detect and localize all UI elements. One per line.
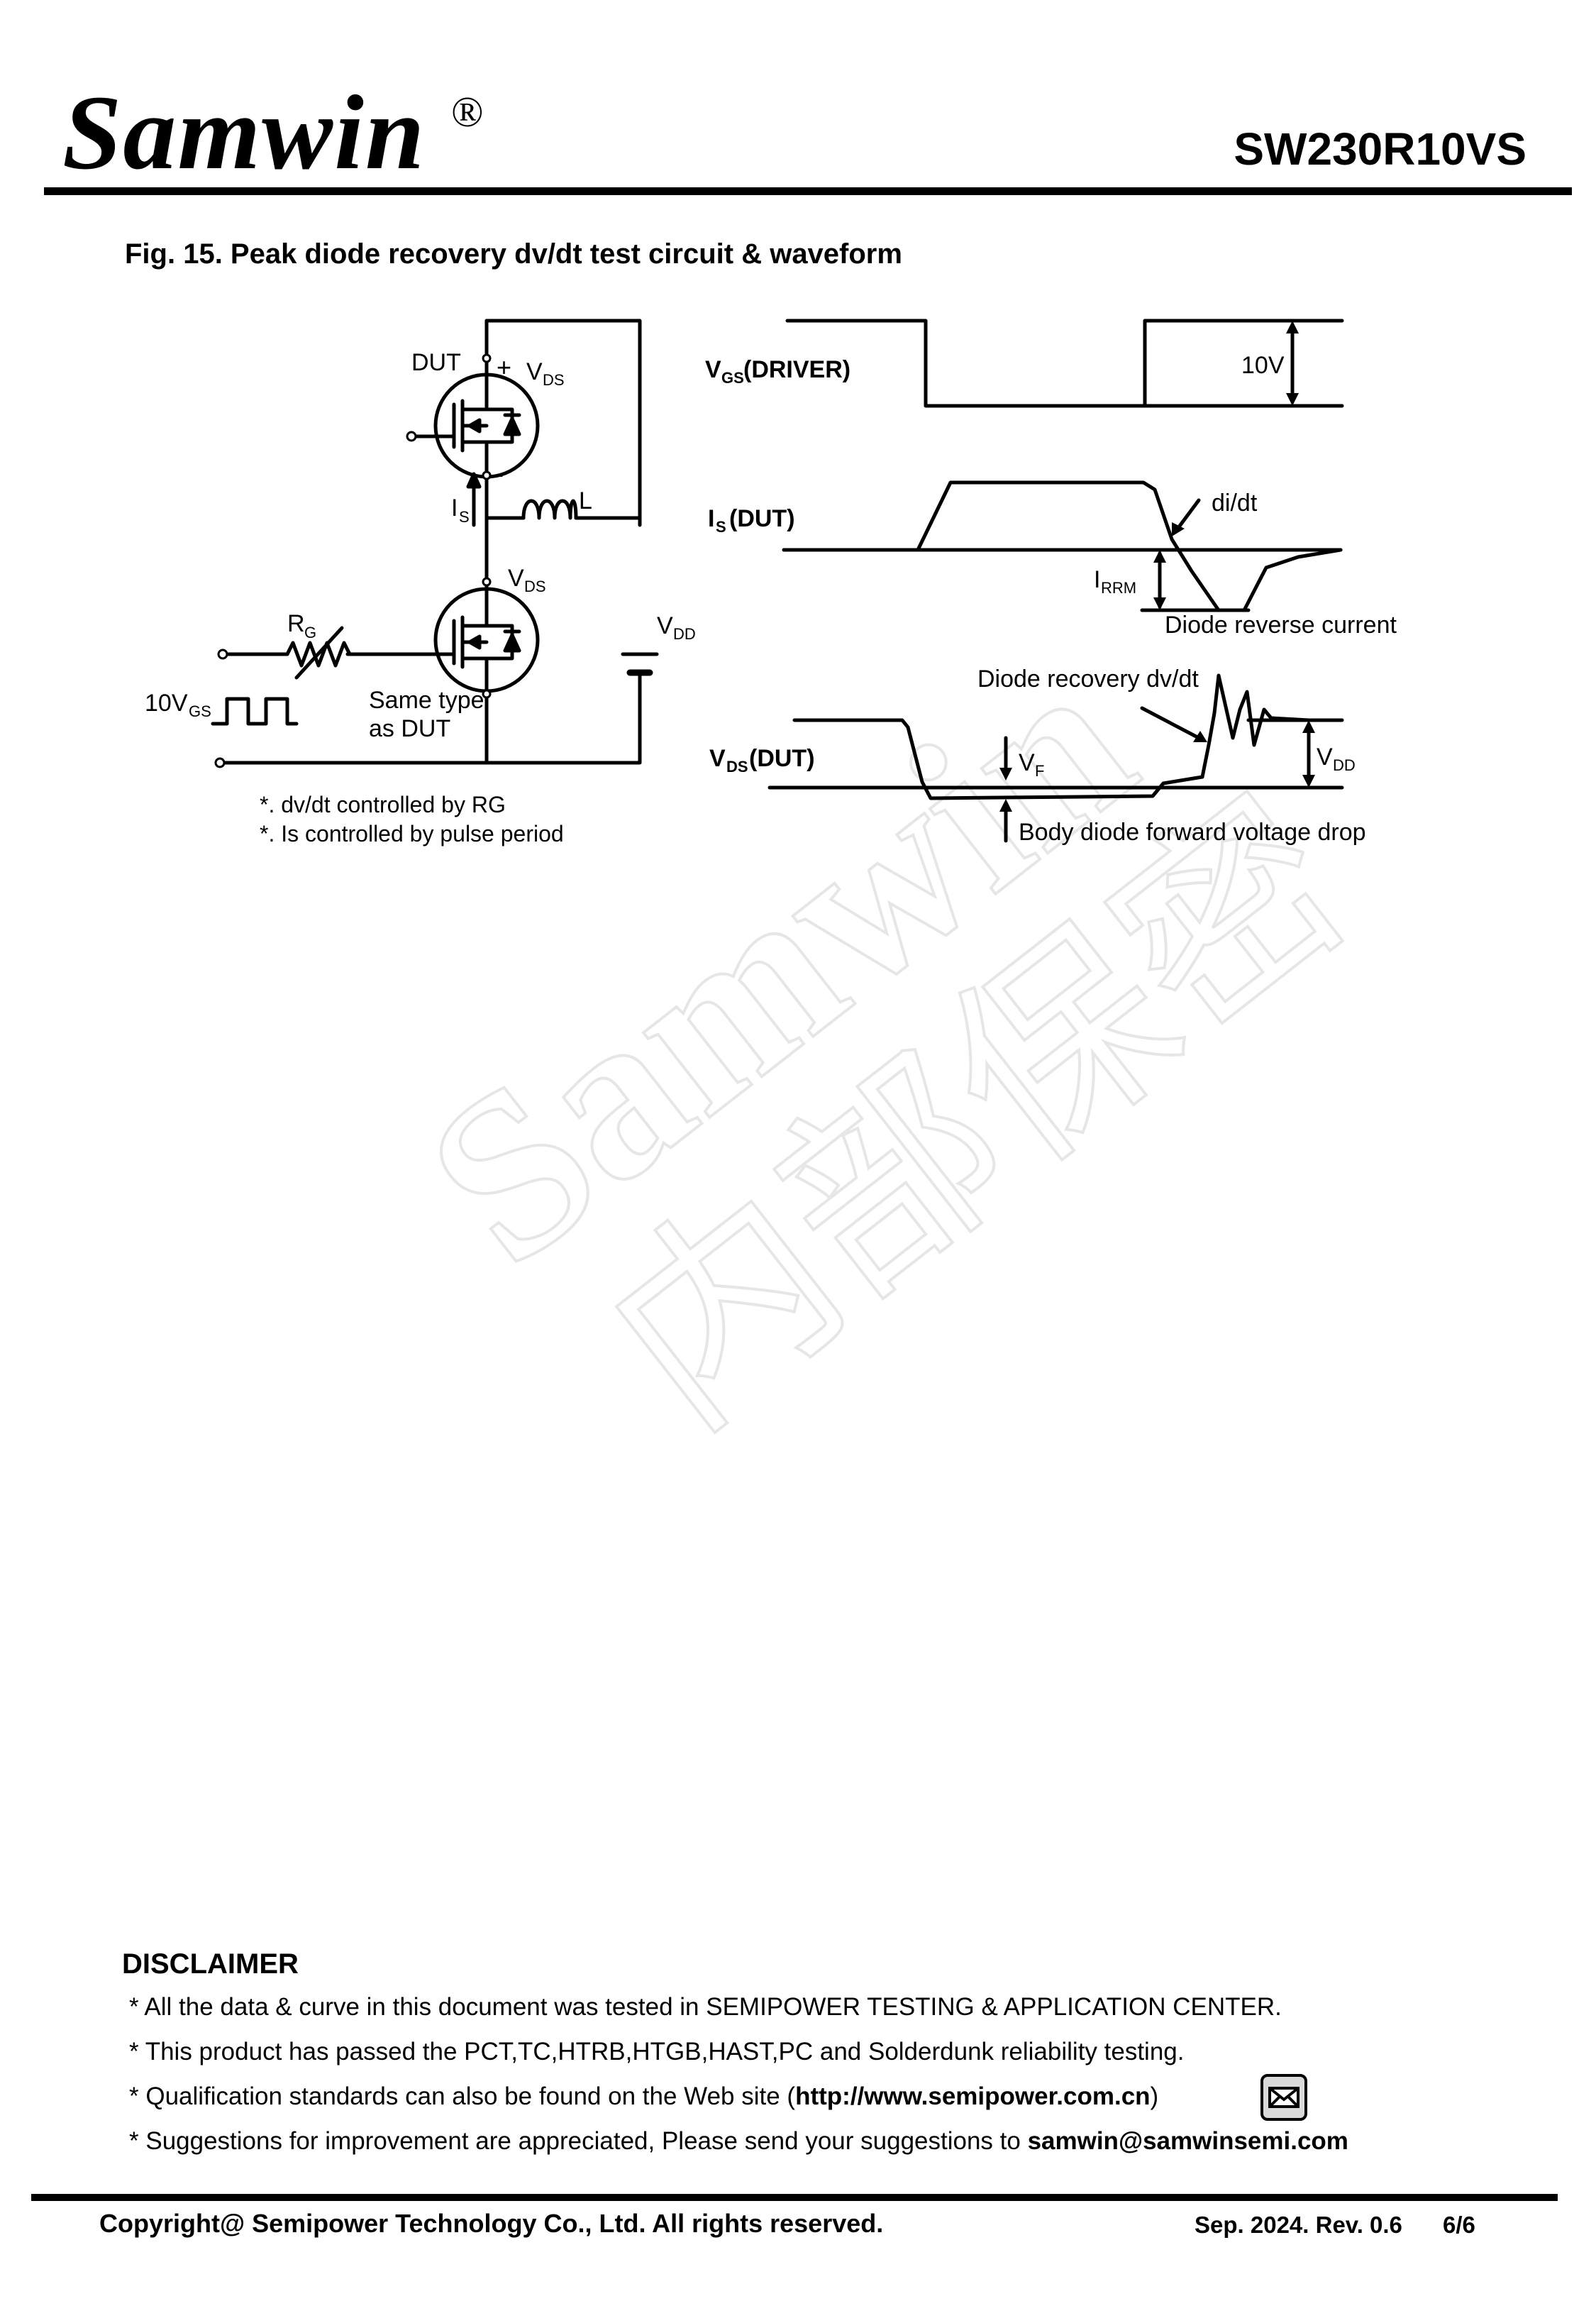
header-rule — [44, 187, 1572, 195]
didt-arrow-head — [1172, 522, 1185, 536]
didt-arrow — [1174, 498, 1201, 533]
node-drain-lower — [482, 577, 492, 587]
lower-arrow — [467, 634, 482, 650]
is-label: I — [708, 505, 714, 532]
forward-drop-label: Body diode forward voltage drop — [1019, 819, 1366, 846]
vf-arrow-head-down — [999, 768, 1012, 780]
ten-v-label: 10V — [1241, 352, 1285, 379]
vdd-label-sub: DD — [1333, 756, 1356, 774]
reverse-current-label: Diode reverse current — [1165, 612, 1397, 639]
dut-diode — [503, 413, 521, 436]
ten-v-arrow-head-bottom — [1286, 393, 1299, 406]
label-source: 10V — [145, 690, 188, 717]
irrm-label: I — [1094, 566, 1100, 593]
vds-waveform — [792, 673, 1311, 800]
vdd-arrow-head-top — [1302, 720, 1315, 733]
footer-rule — [31, 2194, 1558, 2201]
label-is: I — [451, 495, 458, 522]
vgs-label: V — [705, 356, 721, 383]
vf-label: V — [1019, 749, 1035, 776]
ground-wire — [218, 672, 642, 765]
disclaimer-title: DISCLAIMER — [122, 1948, 299, 1980]
is-arrow-head — [466, 472, 482, 489]
label-dut: DUT — [411, 349, 461, 376]
vgs-label-rest: (DRIVER) — [743, 356, 850, 383]
label-rg: R — [287, 610, 305, 637]
figure-title: Fig. 15. Peak diode recovery dv/dt test … — [125, 238, 902, 270]
label-vds-top-sub: DS — [543, 371, 565, 389]
label-source-sub: GS — [189, 702, 211, 720]
label-is-sub: S — [459, 508, 470, 526]
inductor-coil — [521, 499, 578, 520]
vds-label-sub: DS — [726, 758, 748, 776]
test-circuit-and-waveform: DUT + - V DS I S L V DS R G V DD 10V GS … — [145, 319, 1397, 846]
note-1: *. dv/dt controlled by RG — [260, 792, 506, 817]
label-vds-bottom: V — [508, 565, 524, 592]
vf-label-sub: F — [1035, 762, 1044, 780]
website-link[interactable]: http://www.semipower.com.cn — [795, 2082, 1151, 2110]
node-gate-dut — [406, 431, 417, 442]
ten-v-arrow-head-top — [1286, 321, 1299, 333]
vdd-arrow-head-bottom — [1302, 775, 1315, 788]
recovery-arrow — [1140, 706, 1201, 740]
node-input-bottom — [214, 757, 226, 768]
disclaimer-line-1: * All the data & curve in this document … — [129, 1993, 1282, 2021]
vgs-waveform — [785, 319, 1344, 408]
irrm-arrow-head-top — [1153, 550, 1166, 563]
label-same-type-2: as DUT — [369, 715, 450, 742]
label-vds-top: V — [526, 358, 543, 385]
is-waveform — [916, 480, 1343, 612]
node-drain-dut — [482, 353, 492, 363]
note-2: *. Is controlled by pulse period — [260, 821, 564, 846]
email-link[interactable]: samwin@samwinsemi.com — [1027, 2127, 1348, 2155]
label-minus: - — [495, 459, 504, 488]
vds-label-rest: (DUT) — [749, 745, 815, 772]
disclaimer-line-3-text: * Qualification standards can also be fo… — [129, 2082, 796, 2110]
part-number: SW230R10VS — [1234, 123, 1526, 175]
disclaimer-line-4: * Suggestions for improvement are apprec… — [129, 2126, 1348, 2156]
vdd-label: V — [1317, 744, 1333, 771]
label-vds-bottom-sub: DS — [524, 578, 546, 595]
copyright: Copyright@ Semipower Technology Co., Ltd… — [99, 2209, 884, 2238]
is-label-sub: S — [716, 518, 726, 536]
label-vdd: V — [657, 612, 673, 639]
label-rg-sub: G — [304, 624, 316, 641]
vds-label: V — [709, 745, 726, 772]
pulse-source-wave — [211, 697, 299, 726]
label-inductor: L — [579, 487, 592, 514]
vf-arrow-head-up — [999, 799, 1012, 812]
didt-label: di/dt — [1212, 490, 1258, 517]
node-input-top — [217, 649, 228, 660]
dut-gate — [409, 381, 514, 470]
company-logo: Samwin — [62, 74, 426, 192]
disclaimer-line-4-text: * Suggestions for improvement are apprec… — [129, 2127, 1028, 2155]
resistor-variable-arrow — [294, 626, 344, 680]
node-source-dut — [482, 470, 492, 480]
is-label-rest: (DUT) — [729, 505, 795, 532]
revision-date: Sep. 2024. Rev. 0.6 — [1195, 2212, 1402, 2238]
disclaimer-line-2: * This product has passed the PCT,TC,HTR… — [129, 2038, 1185, 2065]
resistor-zigzag — [285, 641, 352, 668]
recovery-arrow-head — [1193, 731, 1207, 742]
lower-diode — [503, 629, 521, 653]
vgs-label-sub: GS — [721, 369, 744, 387]
dut-arrow — [467, 418, 482, 434]
recovery-dvdt-label: Diode recovery dv/dt — [977, 666, 1199, 693]
disclaimer-line-3-close: ) — [1150, 2082, 1159, 2110]
irrm-arrow-head-bottom — [1153, 597, 1166, 610]
registered-mark: ® — [451, 89, 484, 136]
irrm-label-sub: RRM — [1101, 579, 1136, 597]
circuit-top-wire — [484, 319, 642, 527]
label-same-type-1: Same type — [369, 687, 484, 714]
page-number: 6/6 — [1443, 2212, 1475, 2238]
label-plus: + — [497, 353, 511, 382]
mail-icon[interactable] — [1260, 2073, 1308, 2122]
node-source-lower — [482, 689, 492, 699]
label-vdd-sub: DD — [673, 625, 696, 643]
disclaimer-line-3: * Qualification standards can also be fo… — [129, 2082, 1158, 2112]
